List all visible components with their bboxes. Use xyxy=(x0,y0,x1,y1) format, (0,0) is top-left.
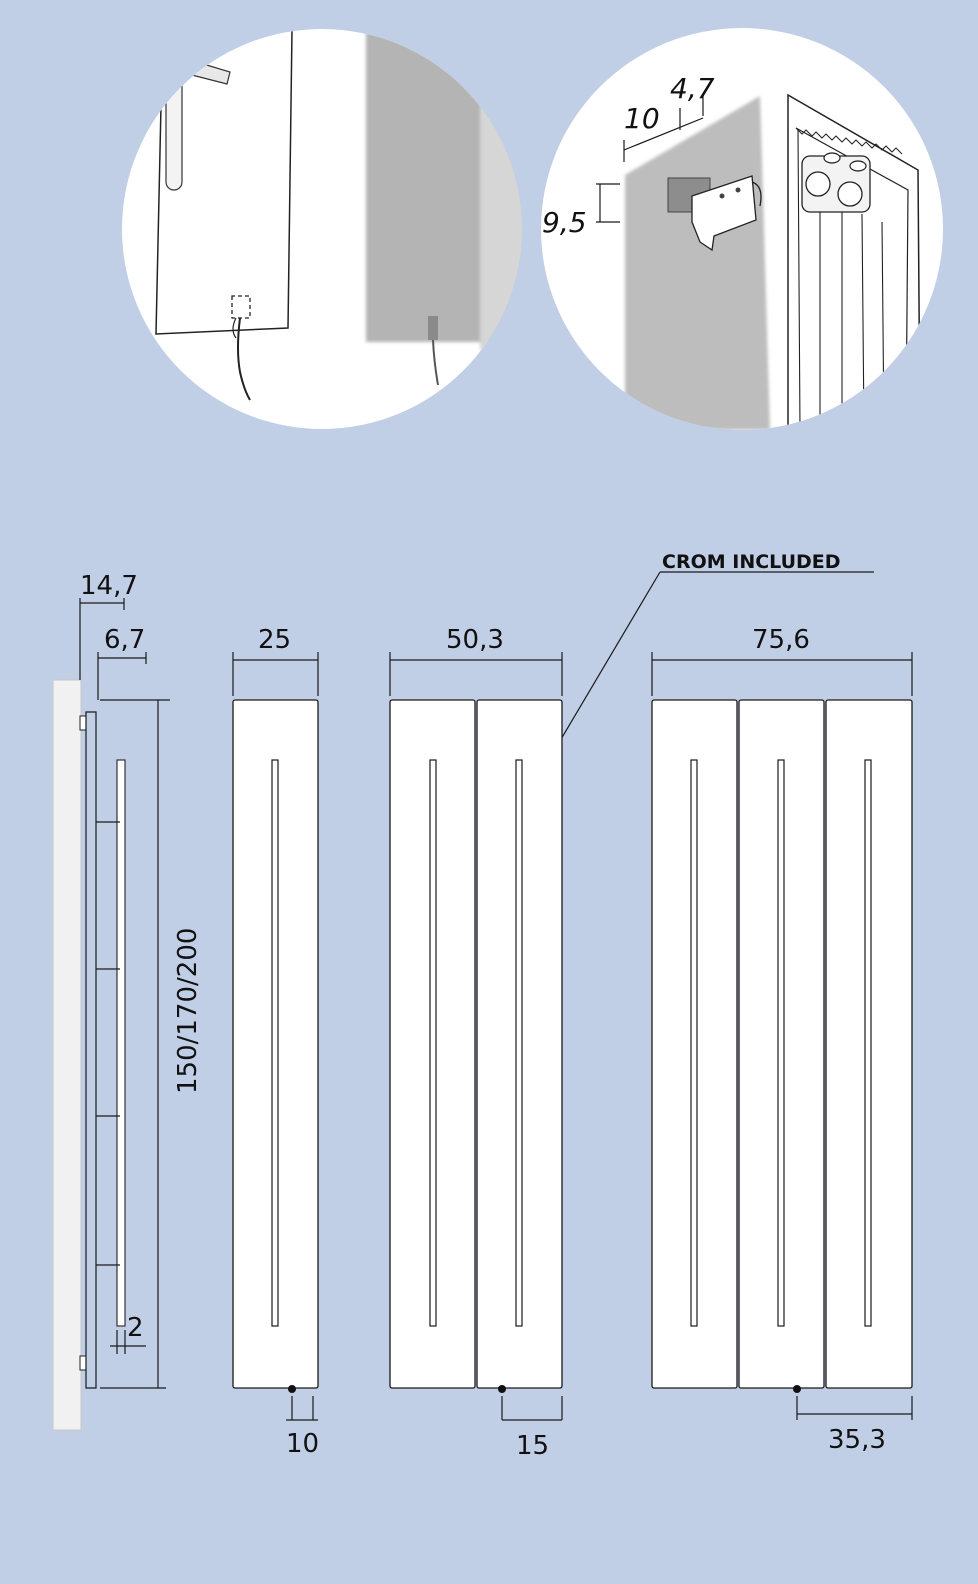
dim-single-valve: 10 xyxy=(286,1429,319,1459)
triple-panel-view: 75,6 35,3 xyxy=(651,625,913,1455)
wall-section xyxy=(52,679,82,1431)
panel-slot xyxy=(690,759,698,1327)
panel-slot xyxy=(515,759,523,1327)
callout-label: CROM INCLUDED xyxy=(662,551,841,573)
valve-icon xyxy=(498,1385,506,1393)
dim-height: 150/170/200 xyxy=(173,928,203,1094)
side-view: 14,7 6,7 150/170/200 2 xyxy=(52,571,203,1431)
double-panel-view: 50,3 15 xyxy=(389,625,563,1461)
dim-depth-front: 6,7 xyxy=(104,625,145,655)
dim-4-7: 4,7 xyxy=(670,72,715,105)
dim-triple-valve: 35,3 xyxy=(828,1425,886,1455)
dim-double-width: 50,3 xyxy=(446,625,504,655)
dim-single-width: 25 xyxy=(258,625,291,655)
dim-9-5: 9,5 xyxy=(542,206,587,239)
dim-triple-width: 75,6 xyxy=(752,625,810,655)
bracket-dimensions: 10 4,7 9,5 xyxy=(542,72,715,239)
panel-slot xyxy=(271,759,279,1327)
panel-slot xyxy=(864,759,872,1327)
detail-circle-cable xyxy=(122,29,522,429)
cable-connection-icon xyxy=(231,295,251,319)
panel-slot xyxy=(429,759,437,1327)
dim-depth-total: 14,7 xyxy=(80,571,138,601)
valve-icon xyxy=(793,1385,801,1393)
dim-bar-offset: 2 xyxy=(127,1313,144,1343)
valve-icon xyxy=(288,1385,296,1393)
wall-shape xyxy=(625,96,770,430)
single-panel-view: 25 10 xyxy=(232,625,319,1459)
panel-slot xyxy=(777,759,785,1327)
dim-double-valve: 15 xyxy=(516,1431,549,1461)
bracket-icon xyxy=(691,175,757,252)
detail-circle-bracket: 10 4,7 9,5 xyxy=(541,28,943,430)
dim-10: 10 xyxy=(624,102,660,135)
